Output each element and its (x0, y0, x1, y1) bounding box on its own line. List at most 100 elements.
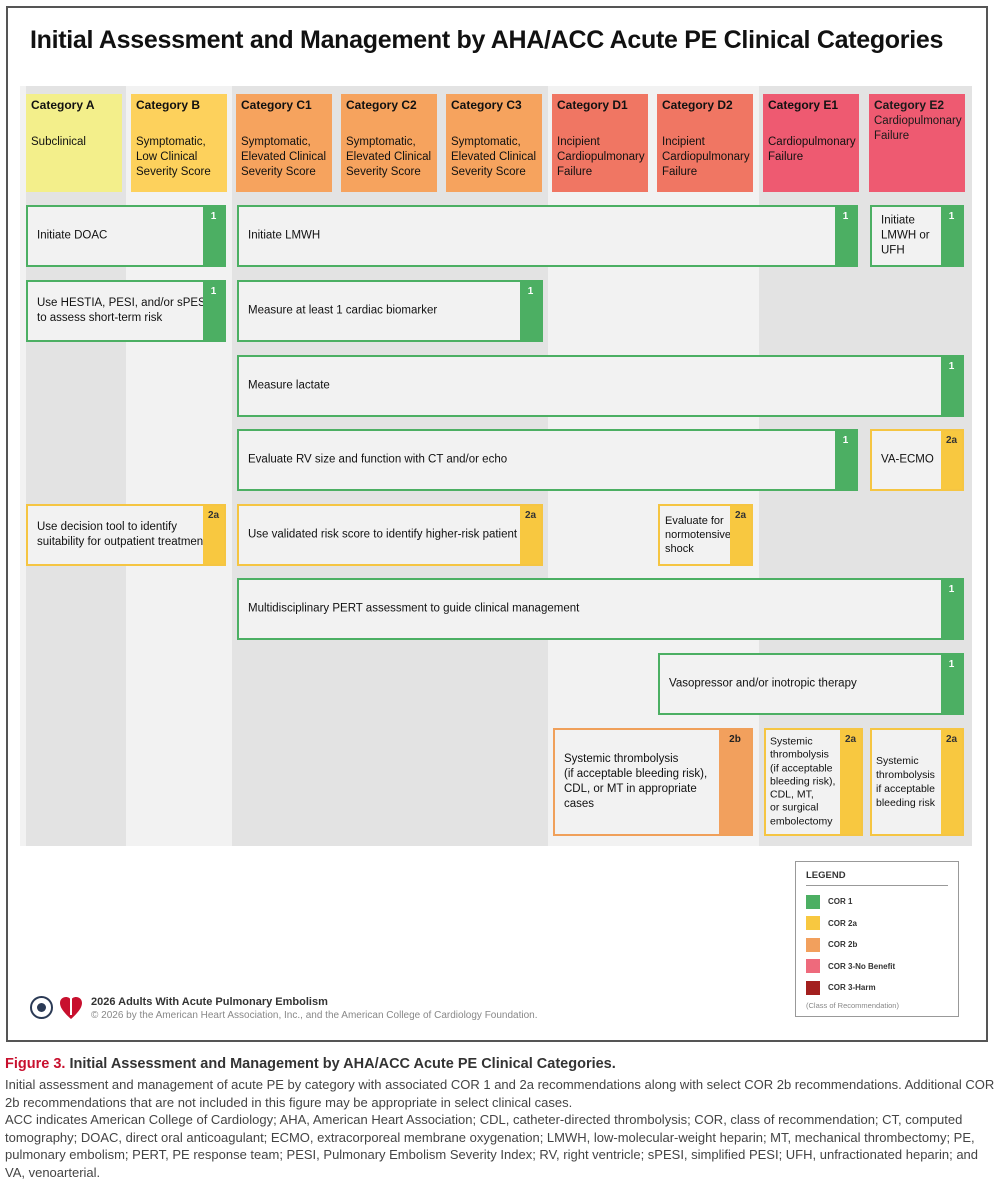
rec-pert-assessment: Multidisciplinary PERT assessment to gui… (237, 578, 964, 640)
cor-badge: 1 (203, 207, 224, 265)
rec-thrombolysis-e1: Systemic thrombolysis (if acceptable ble… (764, 728, 863, 836)
rec-text: Initiate DOAC (37, 229, 108, 242)
legend-item-cor1: COR 1 (806, 891, 948, 913)
caption-paragraph: Initial assessment and management of acu… (5, 1077, 995, 1110)
rec-evaluate-rv: Evaluate RV size and function with CT an… (237, 429, 858, 491)
cor-badge: 2a (203, 506, 224, 564)
cor-badge: 1 (203, 282, 224, 340)
rec-text: Systemic thrombolysis if acceptable blee… (876, 755, 935, 809)
category-description: Symptomatic, Low Clinical Severity Score (136, 136, 211, 178)
legend-footnote: (Class of Recommendation) (806, 1000, 899, 1010)
rec-vasopressor: Vasopressor and/or inotropic therapy 1 (658, 653, 964, 715)
publication-name: 2026 Adults With Acute Pulmonary Embolis… (91, 996, 328, 1008)
rec-initiate-doac: Initiate DOAC 1 (26, 205, 226, 267)
category-name: Category A (31, 98, 95, 112)
rec-validated-risk-score: Use validated risk score to identify hig… (237, 504, 543, 566)
category-description: Cardiopulmonary Failure (768, 136, 856, 163)
rec-text: Measure lactate (248, 379, 330, 392)
rec-decision-tool: Use decision tool to identify suitabilit… (26, 504, 226, 566)
cor-badge: 1 (941, 655, 962, 713)
category-description: Cardiopulmonary Failure (874, 115, 962, 142)
rec-text: Initiate LMWH (248, 229, 321, 242)
caption-abbreviations: ACC indicates American College of Cardio… (5, 1112, 979, 1180)
rec-thrombolysis-d: Systemic thrombolysis (if acceptable ble… (553, 728, 753, 836)
heart-torch-icon (60, 995, 82, 1019)
cor-badge: 2a (941, 431, 962, 489)
legend-item-cor3-harm: COR 3-Harm (806, 977, 948, 999)
cor-badge: 1 (941, 357, 962, 415)
cor-badge: 2a (941, 730, 962, 834)
legend-label: COR 1 (828, 897, 853, 907)
legend-title: LEGEND (806, 870, 948, 886)
caption-body: Initial assessment and management of acu… (5, 1076, 995, 1181)
category-name: Category D1 (557, 98, 628, 112)
rec-measure-lactate: Measure lactate 1 (237, 355, 964, 417)
legend-item-cor3-no-benefit: COR 3-No Benefit (806, 956, 948, 978)
cor-badge: 2a (730, 506, 751, 564)
category-e2-header: Category E2 Cardiopulmonary Failure (869, 94, 965, 192)
figure-caption-title: Initial Assessment and Management by AHA… (69, 1056, 616, 1072)
rec-text: Use HESTIA, PESI, and/or sPESI to assess… (37, 297, 209, 324)
legend-item-cor2a: COR 2a (806, 913, 948, 935)
legend-label: COR 3-Harm (828, 983, 876, 993)
legend-label: COR 3-No Benefit (828, 961, 896, 971)
category-name: Category C1 (241, 98, 312, 112)
rec-text: Initiate LMWH or UFH (881, 214, 930, 257)
rec-text: Evaluate for normotensive shock (665, 515, 732, 555)
category-a-header: Category A Subclinical (26, 94, 122, 192)
category-description: Subclinical (31, 136, 86, 148)
category-name: Category C3 (451, 98, 522, 112)
rec-thrombolysis-e2: Systemic thrombolysis if acceptable blee… (870, 728, 964, 836)
legend-label: COR 2b (828, 940, 858, 950)
category-name: Category B (136, 98, 201, 112)
caption-title: Figure 3. Initial Assessment and Managem… (5, 1056, 995, 1072)
legend-label: COR 2a (828, 918, 857, 928)
cor-badge: 2a (840, 730, 861, 834)
cor-badge: 2a (520, 506, 541, 564)
category-description: Symptomatic, Elevated Clinical Severity … (241, 136, 327, 178)
category-name: Category D2 (662, 98, 733, 112)
publication-copyright: © 2026 by the American Heart Association… (91, 1010, 538, 1021)
category-c1-header: Category C1 Symptomatic, Elevated Clinic… (236, 94, 332, 192)
rec-text: Measure at least 1 cardiac biomarker (248, 304, 438, 317)
category-name: Category C2 (346, 98, 417, 112)
legend-swatch (806, 959, 820, 974)
rec-va-ecmo: VA-ECMO 2a (870, 429, 964, 491)
legend-swatch (806, 937, 820, 952)
legend-swatch (806, 916, 820, 931)
rec-text: Vasopressor and/or inotropic therapy (669, 677, 857, 690)
figure-label: Figure 3. (5, 1056, 66, 1072)
column-band-a (26, 86, 126, 846)
rec-text: Systemic thrombolysis (if acceptable ble… (564, 753, 708, 810)
category-b-header: Category B Symptomatic, Low Clinical Sev… (131, 94, 227, 192)
rec-cardiac-biomarker: Measure at least 1 cardiac biomarker 1 (237, 280, 543, 342)
cor-badge: 2b (719, 730, 751, 834)
category-name: Category E2 (874, 98, 945, 112)
cor-badge: 1 (520, 282, 541, 340)
category-name: Category E1 (768, 98, 839, 112)
cor-badge: 1 (941, 580, 962, 638)
category-d2-header: Category D2 Incipient Cardiopulmonary Fa… (657, 94, 753, 192)
rec-initiate-lmwh: Initiate LMWH 1 (237, 205, 858, 267)
rec-initiate-lmwh-or-ufh: Initiate LMWH or UFH 1 (870, 205, 964, 267)
legend-swatch (806, 980, 820, 995)
rec-text: Multidisciplinary PERT assessment to gui… (248, 602, 580, 615)
aha-seal-icon (30, 996, 53, 1019)
rec-text: Use validated risk score to identify hig… (248, 528, 518, 541)
legend: LEGEND COR 1 COR 2a COR 2b COR 3-No Bene… (795, 861, 959, 1017)
category-c3-header: Category C3 Symptomatic, Elevated Clinic… (446, 94, 542, 192)
category-e1-header: Category E1 Cardiopulmonary Failure (763, 94, 859, 192)
legend-swatch (806, 894, 820, 909)
cor-badge: 1 (941, 207, 962, 265)
category-description: Symptomatic, Elevated Clinical Severity … (346, 136, 432, 178)
figure-title: Initial Assessment and Management by AHA… (30, 26, 944, 54)
rec-text: Use decision tool to identify suitabilit… (37, 521, 207, 548)
cor-badge: 1 (835, 207, 856, 265)
legend-item-cor2b: COR 2b (806, 934, 948, 956)
category-d1-header: Category D1 Incipient Cardiopulmonary Fa… (552, 94, 648, 192)
category-description: Symptomatic, Elevated Clinical Severity … (451, 136, 537, 178)
title-area (20, 20, 972, 86)
cor-badge: 1 (835, 431, 856, 489)
rec-text: Systemic thrombolysis (if acceptable ble… (770, 735, 836, 828)
category-c2-header: Category C2 Symptomatic, Elevated Clinic… (341, 94, 437, 192)
